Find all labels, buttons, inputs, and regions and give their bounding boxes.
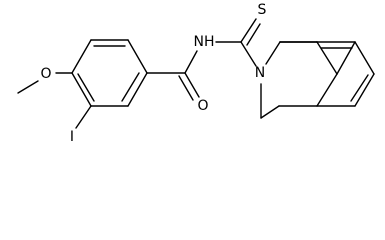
sulfur-label: S bbox=[258, 2, 267, 18]
bond bbox=[77, 73, 95, 102]
bond bbox=[260, 105, 280, 119]
amide-nitrogen-label: NH bbox=[194, 34, 215, 50]
bond bbox=[316, 73, 338, 107]
bond bbox=[265, 41, 281, 65]
carbonyl-oxygen-label: O bbox=[197, 98, 208, 114]
bond bbox=[316, 41, 338, 75]
molecule-structure: O I O NH S N bbox=[17, 2, 375, 145]
bond bbox=[75, 105, 92, 129]
iodine-label: I bbox=[70, 129, 74, 145]
ether-oxygen-label: O bbox=[40, 66, 51, 82]
bond bbox=[240, 41, 257, 67]
bond bbox=[127, 39, 148, 74]
molecule-diagram: O I O NH S N bbox=[17, 2, 375, 145]
bond bbox=[17, 80, 39, 94]
bond bbox=[350, 74, 369, 102]
bond bbox=[354, 41, 375, 75]
bond bbox=[71, 39, 92, 74]
benzene-ring-left bbox=[71, 39, 148, 107]
bond bbox=[246, 23, 261, 46]
bond bbox=[71, 72, 92, 107]
bond bbox=[184, 50, 198, 74]
benzene-ring-right bbox=[279, 41, 375, 107]
bond bbox=[336, 41, 356, 75]
bond bbox=[121, 72, 140, 102]
bond bbox=[354, 73, 375, 107]
bond bbox=[127, 72, 148, 107]
bond bbox=[240, 18, 257, 43]
bond bbox=[178, 75, 194, 101]
ring-nitrogen-label: N bbox=[255, 65, 265, 81]
bond bbox=[184, 72, 200, 98]
